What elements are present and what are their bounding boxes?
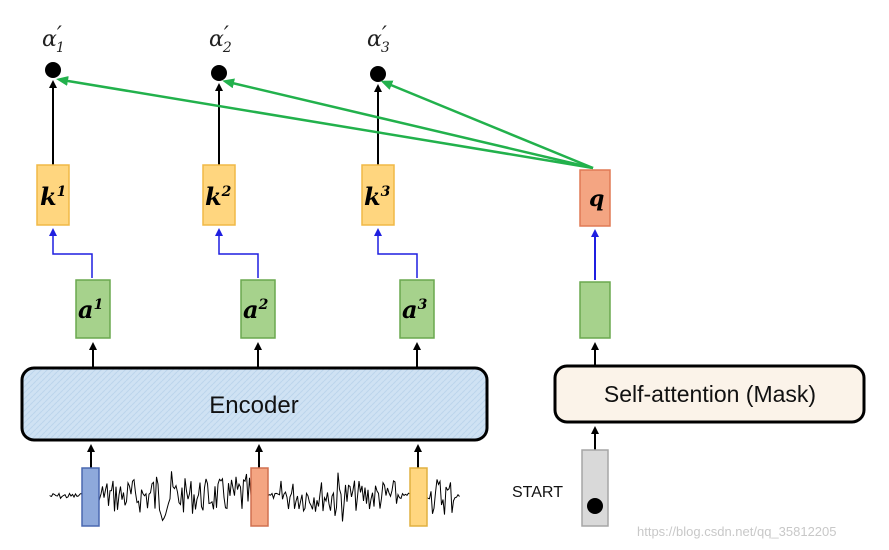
output-label-2: α′2 xyxy=(209,23,232,56)
key-label-1: k1 xyxy=(40,182,66,211)
encoder-output-box-1: a1 xyxy=(75,279,111,339)
key-box-2: k2 xyxy=(202,164,236,226)
attention-arrow-q-to-alpha3 xyxy=(380,80,594,170)
input-frame-2 xyxy=(250,467,269,527)
self-attention-block: Self-attention (Mask) xyxy=(553,364,866,424)
key-box-1: k1 xyxy=(36,164,70,226)
attention-arrow-q-to-alpha2 xyxy=(222,78,594,170)
key-label-2: k2 xyxy=(205,182,232,211)
key-box-3: k3 xyxy=(361,164,395,226)
encoder-output-label-2: a2 xyxy=(243,295,269,324)
output-label-3: α′3 xyxy=(367,23,390,56)
start-label: START xyxy=(512,484,563,501)
output-label-1: α′1 xyxy=(42,23,65,56)
projection-arrow-a2-to-k2 xyxy=(215,228,259,278)
input-frame-1 xyxy=(81,467,100,527)
encoder-label: Encoder xyxy=(209,392,298,419)
output-dot-3 xyxy=(370,66,386,82)
query-box: q xyxy=(579,169,611,227)
encoder-output-label-1: a1 xyxy=(78,295,103,324)
output-alpha-1: α′1 xyxy=(42,23,65,78)
encoder-output-box-2: a2 xyxy=(240,279,276,339)
query-label: q xyxy=(589,186,604,212)
start-box xyxy=(581,449,609,527)
output-dot-2 xyxy=(211,65,227,81)
attention-arrow-q-to-alpha1 xyxy=(56,76,594,170)
decoder-output-box xyxy=(579,281,611,339)
output-alpha-3: α′3 xyxy=(367,23,390,82)
watermark: https://blog.csdn.net/qq_35812205 xyxy=(637,524,837,539)
start-dot xyxy=(587,498,603,514)
encoder-output-box-3: a3 xyxy=(399,279,435,339)
key-label-3: k3 xyxy=(364,182,391,211)
encoder-block: Encoder xyxy=(20,366,489,442)
input-frame-3 xyxy=(409,467,428,527)
self-attention-label: Self-attention (Mask) xyxy=(604,381,816,407)
projection-arrow-a3-to-k3 xyxy=(374,228,418,278)
encoder-output-label-3: a3 xyxy=(402,295,428,324)
start-token: START xyxy=(512,449,609,527)
output-alpha-2: α′2 xyxy=(209,23,232,81)
output-dot-1 xyxy=(45,62,61,78)
projection-arrow-a1-to-k1 xyxy=(49,228,93,278)
